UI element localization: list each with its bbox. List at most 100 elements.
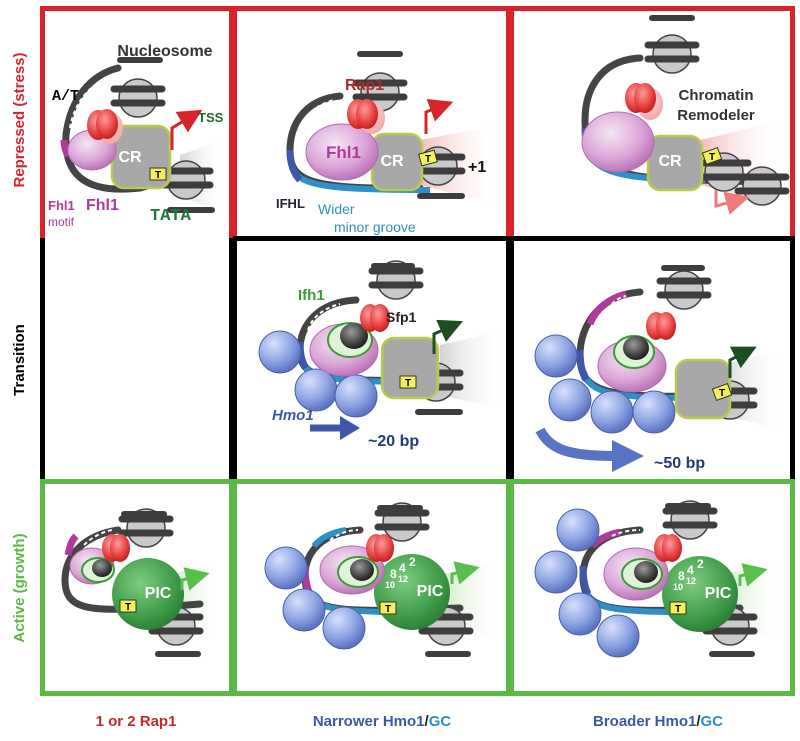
tss-arrow-icon xyxy=(728,346,757,378)
label-fhl1: Fhl1 xyxy=(326,143,361,162)
column-label-right-a: Broader Hmo1 xyxy=(593,713,696,730)
label-cr: CR xyxy=(118,149,142,166)
tata-box-letter: T xyxy=(719,388,725,399)
panel-active-middle: T 8 4 2 10 12 PIC xyxy=(264,503,505,657)
hmo1-sphere-shape xyxy=(534,550,578,594)
column-label-right: Broader Hmo1/GC xyxy=(593,713,723,730)
chromatin-remodeler-shape xyxy=(646,134,704,192)
fhl1-protein-shape xyxy=(581,111,655,173)
nucleosome-shape xyxy=(660,271,708,309)
column-label-right-b: GC xyxy=(701,713,724,730)
sfp1-protein-shape xyxy=(634,561,658,583)
label-fhl1: Fhl1 xyxy=(86,197,119,214)
label-sfp1: Sfp1 xyxy=(386,309,417,325)
label-ifh1: Ifh1 xyxy=(298,287,325,304)
row-label-active: Active (growth) xyxy=(11,533,28,642)
label-fhl1-motif-a: Fhl1 xyxy=(48,198,75,213)
subunit-number-8: 8 xyxy=(390,567,397,581)
subunit-number-2: 2 xyxy=(697,557,704,571)
label-wider-a: Wider xyxy=(318,201,355,217)
panel-frame xyxy=(40,6,795,696)
tss-arrow-icon xyxy=(170,109,203,150)
label-pic: PIC xyxy=(705,585,732,602)
subunit-number-2: 2 xyxy=(409,555,416,569)
subunit-number-8: 8 xyxy=(678,569,685,583)
tss-arrow-icon xyxy=(714,190,750,215)
label-tata: TATA xyxy=(150,207,192,226)
hmo1-sphere-shape xyxy=(258,330,302,374)
hmo1-sphere-shape xyxy=(548,378,592,422)
tata-box-icon xyxy=(379,601,397,615)
tss-arrow-icon xyxy=(450,561,480,585)
tata-box-letter: T xyxy=(155,170,161,181)
column-label-left: 1 or 2 Rap1 xyxy=(96,713,177,730)
panel-active-right: T 8 4 2 10 12 PIC xyxy=(534,501,785,658)
tata-box-letter: T xyxy=(125,602,131,613)
row-label-transition: Transition xyxy=(11,324,28,396)
label-ifhl: IFHL xyxy=(276,196,305,211)
label-cr: CR xyxy=(658,153,682,170)
hmo1-sphere-shape xyxy=(322,606,366,650)
tata-box-letter: T xyxy=(709,152,715,163)
label-chromatin-b: Remodeler xyxy=(677,107,755,124)
column-label-middle-b: GC xyxy=(429,713,452,730)
chromatin-remodeler-shape xyxy=(674,358,732,420)
subunit-number-10: 10 xyxy=(673,582,683,592)
label-plus1: +1 xyxy=(468,159,486,176)
tata-box-icon xyxy=(119,599,137,613)
hmo1-sphere-shape xyxy=(264,546,308,590)
tata-box-icon xyxy=(418,149,438,167)
label-wider-b: minor groove xyxy=(334,219,416,235)
label-fhl1-motif-b: motif xyxy=(48,215,75,229)
tss-arrow-icon xyxy=(432,319,463,354)
subunit-number-12: 12 xyxy=(686,576,696,586)
label-rap1: Rap1 xyxy=(345,77,384,94)
tata-box-letter: T xyxy=(405,378,411,389)
hmo1-arrow-icon xyxy=(340,416,360,440)
label-pic: PIC xyxy=(145,585,172,602)
hmo1-sphere-shape xyxy=(294,368,338,412)
hmo1-sphere-shape xyxy=(590,390,634,434)
sfp1-protein-shape xyxy=(623,336,649,360)
nucleosome-shape xyxy=(648,35,696,73)
tata-box-icon xyxy=(669,601,687,615)
panel-repressed-left: T Nucleosome A/T TSS CR Fhl1 motif Fhl1 … xyxy=(48,43,225,229)
hmo1-arrow-icon xyxy=(612,440,644,472)
subunit-number-4: 4 xyxy=(687,563,694,577)
hmo1-sphere-shape xyxy=(334,374,378,418)
label-chromatin-a: Chromatin xyxy=(679,87,754,104)
nucleosome-shape xyxy=(114,79,162,117)
column-label-middle-sep: / xyxy=(425,713,430,730)
panel-active-left: T PIC xyxy=(61,509,222,657)
column-label-middle-a: Narrower Hmo1 xyxy=(313,713,425,730)
label-nucleosome: Nucleosome xyxy=(117,43,212,60)
subunit-number-10: 10 xyxy=(385,580,395,590)
label-cr: CR xyxy=(380,153,404,170)
label-at: A/T xyxy=(52,88,79,105)
hmo1-sphere-shape xyxy=(632,390,676,434)
panel-transition-right: T ~50 bp xyxy=(534,265,785,472)
panel-repressed-middle: T Rap1 Fhl1 CR +1 IFHL Wider minor groov… xyxy=(276,51,500,235)
tata-box-icon xyxy=(701,146,723,166)
sfp1-protein-shape xyxy=(92,559,112,577)
hmo1-sphere-shape xyxy=(596,614,640,658)
sfp1-protein-shape xyxy=(350,559,374,581)
label-bp50: ~50 bp xyxy=(654,455,705,472)
tss-arrow-icon xyxy=(738,563,768,587)
label-tss: TSS xyxy=(198,110,224,125)
tata-box-letter: T xyxy=(425,154,431,165)
label-pic: PIC xyxy=(417,583,444,600)
tss-arrow-icon xyxy=(424,98,454,134)
column-label-middle: Narrower Hmo1/GC xyxy=(313,713,452,730)
label-bp20: ~20 bp xyxy=(368,433,419,450)
tss-arrow-icon xyxy=(180,567,210,591)
tata-box-icon xyxy=(149,167,167,181)
sfp1-protein-shape xyxy=(340,323,368,349)
column-label-right-sep: / xyxy=(696,713,701,730)
tata-box-letter: T xyxy=(385,604,391,615)
subunit-number-12: 12 xyxy=(398,574,408,584)
label-hmo1: Hmo1 xyxy=(272,407,314,424)
hmo1-sphere-shape xyxy=(556,508,600,552)
fhl1-protein-shape xyxy=(305,123,379,181)
